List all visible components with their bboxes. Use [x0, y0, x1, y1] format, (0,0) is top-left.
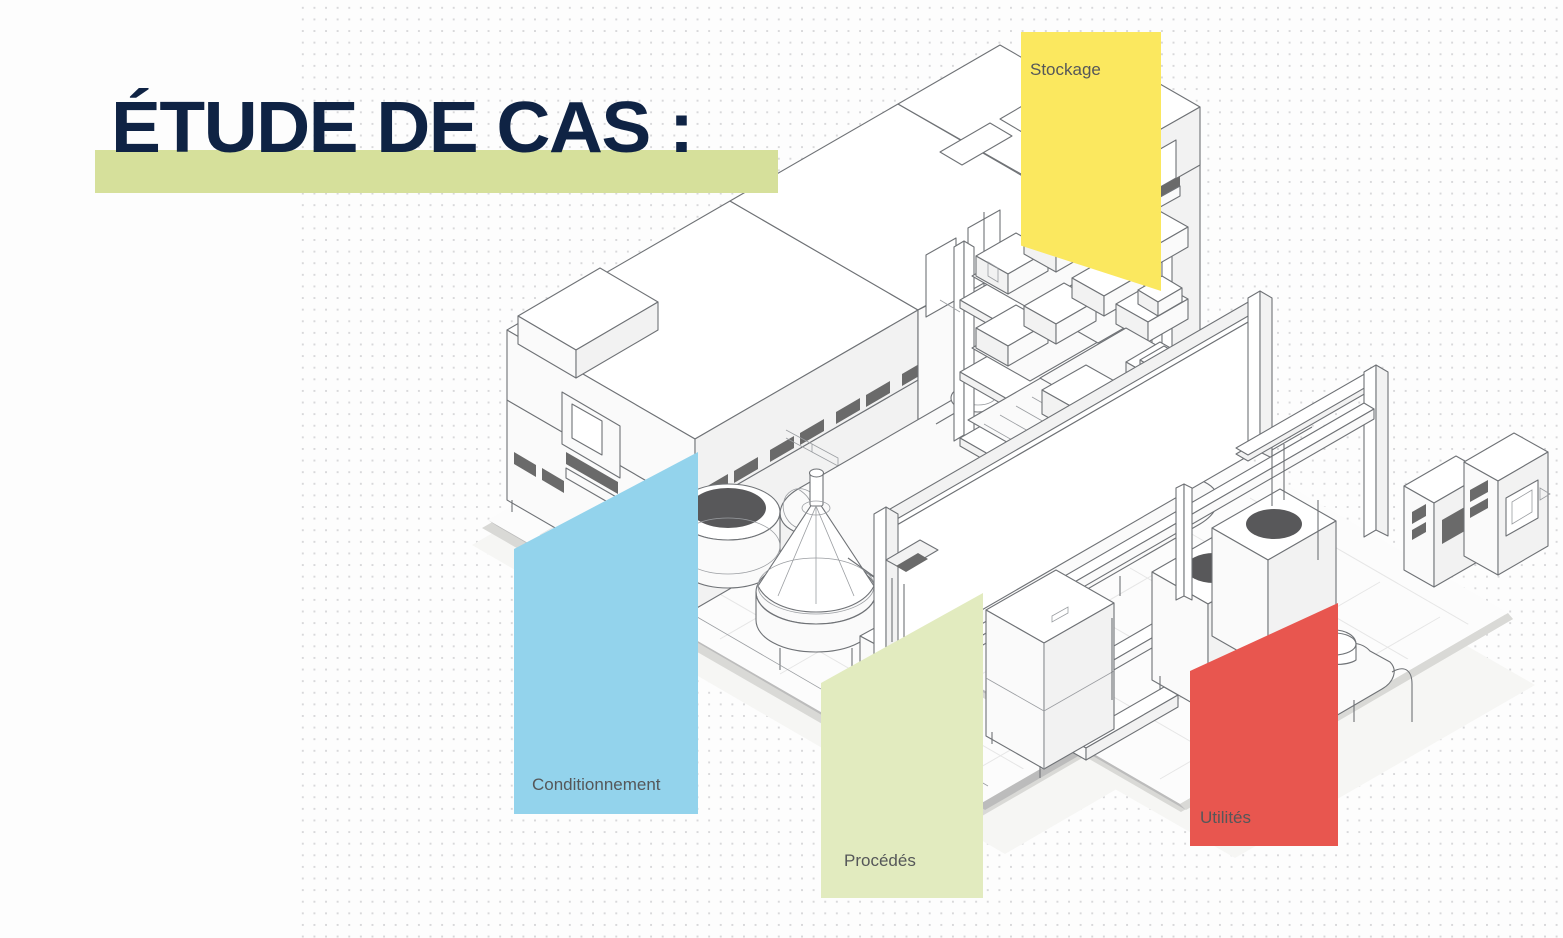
callout-procedes[interactable]: Procédés — [821, 593, 983, 898]
callout-procedes-label: Procédés — [844, 851, 916, 870]
slide-title-group: ÉTUDE DE CAS : — [95, 92, 855, 207]
title-highlight-bar — [95, 150, 778, 193]
callout-utilites-label: Utilités — [1200, 808, 1252, 827]
callout-conditionnement-label: Conditionnement — [532, 775, 661, 794]
callout-stockage-label: Stockage — [1030, 60, 1101, 79]
callout-stockage-shape — [1021, 32, 1161, 291]
callout-conditionnement[interactable]: Conditionnement — [514, 452, 698, 814]
callout-conditionnement-shape — [514, 452, 698, 814]
callout-stockage[interactable]: Stockage — [1021, 32, 1161, 291]
callout-utilites[interactable]: Utilités — [1190, 603, 1338, 846]
page-title: ÉTUDE DE CAS : — [111, 88, 694, 168]
